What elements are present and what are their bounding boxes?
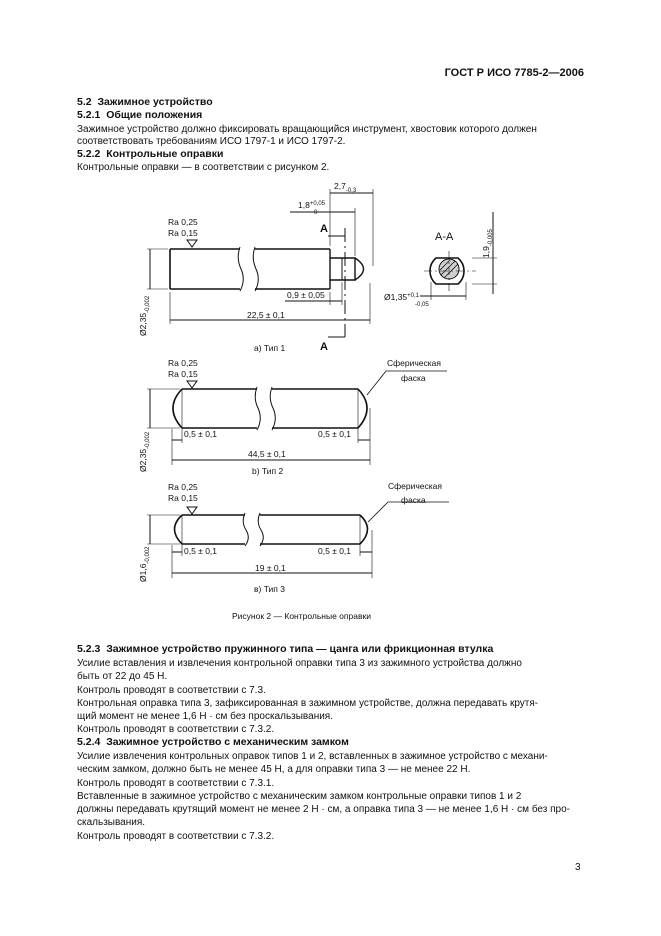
figure-subcaption: в) Тип 3 — [254, 584, 285, 594]
section-heading-5-2-1: 5.2.1 Общие положения — [77, 109, 202, 121]
dim-label: 19 ± 0,1 — [255, 563, 286, 573]
paragraph: скальзывания. — [77, 817, 146, 828]
section-title: Контрольные оправки — [106, 148, 224, 160]
paragraph: Усилие вставления и извлечения контрольн… — [77, 658, 522, 669]
document-header: ГОСТ Р ИСО 7785-2—2006 — [444, 67, 584, 79]
section-heading-5-2-4: 5.2.4 Зажимное устройство с механическим… — [77, 736, 349, 748]
section-a-a-drawing — [420, 212, 497, 300]
section-heading-5-2-3: 5.2.3 Зажимное устройство пружинного тип… — [77, 643, 493, 655]
chamfer-label: фаска — [401, 495, 426, 505]
paragraph: Контроль проводят в соответствии с 7.3. — [77, 685, 266, 696]
dim-label: Ø1,35+0,1 — [384, 292, 420, 302]
diameter-label: Ø1,6-0,002 — [138, 546, 151, 582]
roughness-label: Ra 0,15 — [168, 228, 198, 238]
section-number: 5.2.1 — [77, 109, 101, 121]
paragraph: Зажимное устройство должно фиксировать в… — [77, 124, 537, 135]
dim-label: 44,5 ± 0,1 — [248, 449, 286, 459]
dim-label: 0,5 ± 0,1 — [318, 429, 351, 439]
paragraph: Контроль проводят в соответствии с 7.3.2… — [77, 831, 275, 842]
dim-tolerance: 0 — [314, 210, 318, 216]
paragraph: щий момент не менее 1,6 Н · см без проск… — [77, 711, 333, 722]
section-number: 5.2.3 — [77, 643, 101, 655]
paragraph: Контроль проводят в соответствии с 7.3.1… — [77, 778, 275, 789]
chamfer-label: фаска — [401, 373, 426, 383]
roughness-label: Ra 0,25 — [168, 217, 198, 227]
roughness-label: Ra 0,25 — [168, 482, 198, 492]
diameter-label: Ø2,35-0,002 — [138, 431, 151, 472]
section-marker-top: A — [320, 223, 328, 235]
section-number: 5.2 — [77, 96, 92, 108]
dim-label: 22,5 ± 0,1 — [247, 310, 285, 320]
roughness-label: Ra 0,15 — [168, 493, 198, 503]
figure-caption: Рисунок 2 — Контрольные оправки — [232, 611, 371, 621]
page-number: 3 — [575, 862, 581, 873]
section-title: Зажимное устройство — [97, 96, 213, 108]
paragraph: Усилие извлечения контрольных оправок ти… — [77, 751, 548, 762]
section-title: Зажимное устройство с механическим замко… — [106, 736, 349, 748]
figure-subcaption: а) Тип 1 — [254, 343, 285, 353]
chamfer-label: Сферическая — [388, 481, 442, 491]
paragraph: ческим замком, должно быть не менее 45 Н… — [77, 764, 471, 775]
paragraph: Контрольные оправки — в соответствии с р… — [77, 162, 330, 173]
section-marker-bottom: A — [320, 341, 328, 353]
dim-label: 2,7-0,3 — [334, 181, 357, 194]
section-title: А-А — [435, 231, 454, 243]
section-title: Общие положения — [106, 109, 203, 121]
paragraph: Вставленные в зажимное устройство с меха… — [77, 791, 522, 802]
roughness-label: Ra 0,25 — [168, 358, 198, 368]
paragraph: быть от 22 до 45 Н. — [77, 671, 168, 682]
section-number: 5.2.2 — [77, 148, 101, 160]
paragraph: Контрольная оправка типа 3, зафиксирован… — [77, 698, 539, 709]
section-heading-5-2: 5.2 Зажимное устройство — [77, 96, 213, 108]
dim-label: 1,8+0,05 — [298, 200, 326, 210]
dim-label: 0,9 ± 0,05 — [287, 290, 325, 300]
section-number: 5.2.4 — [77, 736, 101, 748]
dim-label: 0,5 ± 0,1 — [318, 546, 351, 556]
figure-2-test-mandrels: Ra 0,25 Ra 0,15 2,7-0,3 1,8+0,05 0 A A 0… — [138, 181, 497, 594]
dim-tolerance: -0,05 — [415, 302, 429, 308]
paragraph: соответствовать требованиям ИСО 1797-1 и… — [77, 136, 346, 147]
figure-subcaption: b) Тип 2 — [252, 466, 283, 476]
section-title: Зажимное устройство пружинного типа — ца… — [106, 643, 494, 655]
mandrel-type-3-drawing — [147, 501, 449, 578]
paragraph: Контроль проводят в соответствии с 7.3.2… — [77, 724, 275, 735]
mandrel-type-1-drawing — [147, 189, 374, 338]
mandrel-type-2-drawing — [147, 370, 447, 465]
dim-label: 0,5 ± 0,1 — [184, 546, 217, 556]
dim-label: 0,5 ± 0,1 — [184, 429, 217, 439]
diameter-label: Ø2,35-0,002 — [138, 295, 151, 336]
section-heading-5-2-2: 5.2.2 Контрольные оправки — [77, 148, 223, 160]
chamfer-label: Сферическая — [387, 358, 441, 368]
dim-label: 1,9-0,005 — [481, 228, 494, 258]
roughness-label: Ra 0,15 — [168, 369, 198, 379]
paragraph: должны передавать крутящий момент не мен… — [77, 804, 571, 815]
